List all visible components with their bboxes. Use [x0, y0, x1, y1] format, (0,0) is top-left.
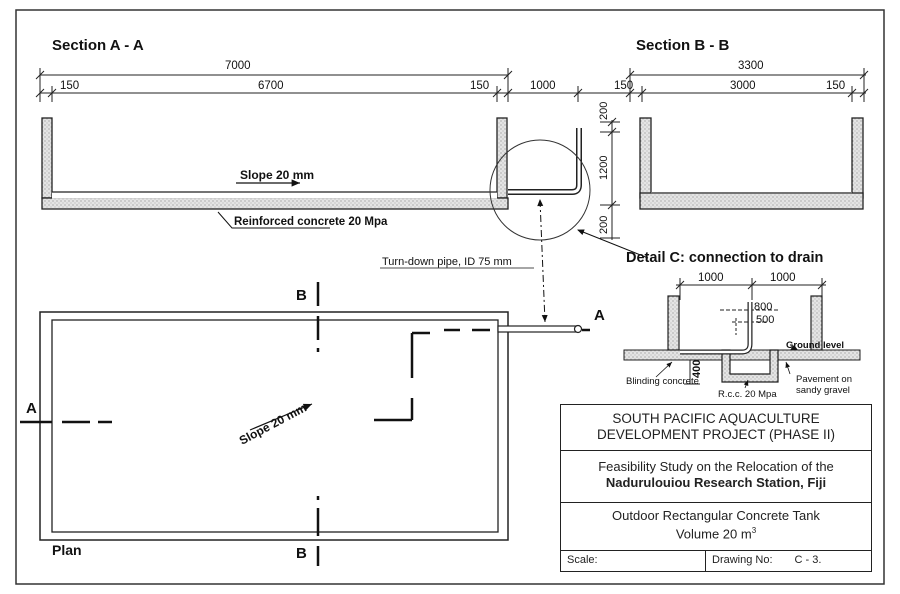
- plan-outer-wall: [39, 311, 509, 541]
- pipe-label: Turn-down pipe, ID 75 mm: [382, 256, 512, 268]
- drawing-number: C - 3.: [794, 554, 822, 566]
- tank-line-1: Outdoor Rectangular Concrete Tank: [612, 508, 820, 523]
- dim-aa-wall-right: 150: [470, 80, 489, 92]
- plan-pipe: [497, 325, 579, 333]
- title-block: SOUTH PACIFIC AQUACULTURE DEVELOPMENT PR…: [560, 404, 872, 572]
- title-block-tank: Outdoor Rectangular Concrete Tank Volume…: [561, 503, 871, 551]
- marker-b-top: B: [296, 287, 307, 304]
- detail-c-leader: [577, 229, 649, 259]
- dim-bb-overall: 3300: [738, 60, 764, 72]
- ground-level-label: Ground level: [786, 340, 844, 351]
- section-aa: Section A - A 7000 150 6700 150 1000 Slo…: [35, 37, 866, 323]
- tank-volume-line: Volume 20 m3: [561, 523, 871, 541]
- dim-aa-pipe-run: 1000: [530, 80, 556, 92]
- section-bb: Section B - B 3300 150 3000 150: [614, 37, 869, 210]
- rcc-label: R.c.c. 20 Mpa: [718, 389, 777, 400]
- dim-c-right: 1000: [770, 272, 796, 284]
- turn-down-pipe: [508, 128, 582, 195]
- study-line-1: Feasibility Study on the Relocation of t…: [598, 459, 834, 474]
- marker-b-bottom: B: [296, 545, 307, 562]
- pavement-label-1: Pavement on: [796, 374, 852, 385]
- scale-cell: Scale:: [561, 551, 706, 571]
- study-line-2: Nadurulouiou Research Station, Fiji: [605, 475, 827, 490]
- project-line-2: DEVELOPMENT PROJECT (PHASE II): [596, 427, 836, 442]
- drawing-number-cell: Drawing No: C - 3.: [706, 551, 871, 571]
- tank-volume-sup: 3: [751, 526, 757, 535]
- dim-aa-wall-left: 150: [60, 80, 79, 92]
- detail-c-title: Detail C: connection to drain: [626, 250, 823, 266]
- dim-c-depth: 400: [691, 360, 703, 378]
- dim-c-pipe-w: 500: [756, 314, 774, 326]
- marker-a-right: A: [594, 307, 605, 324]
- section-bb-title: Section B - B: [636, 37, 730, 54]
- tank-volume: Volume 20 m: [675, 526, 752, 542]
- drawing-label: Drawing No:: [712, 554, 773, 566]
- marker-a-left: A: [26, 400, 37, 417]
- drain-pit: [721, 349, 779, 383]
- dim-aa-overall: 7000: [225, 60, 251, 72]
- plan-inner-wall: [51, 319, 499, 533]
- sheet-border: [15, 9, 885, 585]
- title-block-footer: Scale: Drawing No: C - 3.: [561, 551, 871, 571]
- tank-aa-body: [41, 117, 509, 210]
- plan-slope-arrow: [249, 403, 313, 431]
- dim-c-pipe-h: 800: [754, 301, 772, 313]
- dim-bb-inner: 3000: [730, 80, 756, 92]
- slope-label-aa: Slope 20 mm: [240, 168, 314, 182]
- pipe-leader: [537, 199, 548, 323]
- dim-aa-height: 1200: [598, 156, 610, 180]
- plan-title: Plan: [52, 542, 82, 558]
- material-label: Reinforced concrete 20 Mpa: [234, 216, 388, 228]
- dim-bb-wall-left: 150: [614, 80, 633, 92]
- dim-aa-top: 200: [598, 102, 610, 120]
- material-leader: [217, 211, 330, 229]
- section-aa-title: Section A - A: [52, 37, 144, 54]
- title-block-study: Feasibility Study on the Relocation of t…: [561, 451, 871, 503]
- cut-line-a: [20, 328, 590, 424]
- dim-aa-inner: 6700: [258, 80, 284, 92]
- plan-view: Plan A A B B Slo: [20, 282, 605, 566]
- title-block-project: SOUTH PACIFIC AQUACULTURE DEVELOPMENT PR…: [561, 405, 871, 451]
- tank-bb-body: [639, 117, 864, 210]
- project-line-1: SOUTH PACIFIC AQUACULTURE: [612, 411, 820, 426]
- plan-slope-label: Slope 20 mm: [237, 401, 309, 448]
- dim-bb-wall-right: 150: [826, 80, 845, 92]
- scale-label: Scale:: [567, 554, 598, 566]
- dim-c-left: 1000: [698, 272, 724, 284]
- pavement-label-2: sandy gravel: [796, 385, 850, 396]
- blinding-label: Blinding concrete: [626, 376, 699, 387]
- detail-c: Detail C: connection to drain 1000 1000 …: [623, 250, 861, 400]
- dim-aa-bottom: 200: [598, 216, 610, 234]
